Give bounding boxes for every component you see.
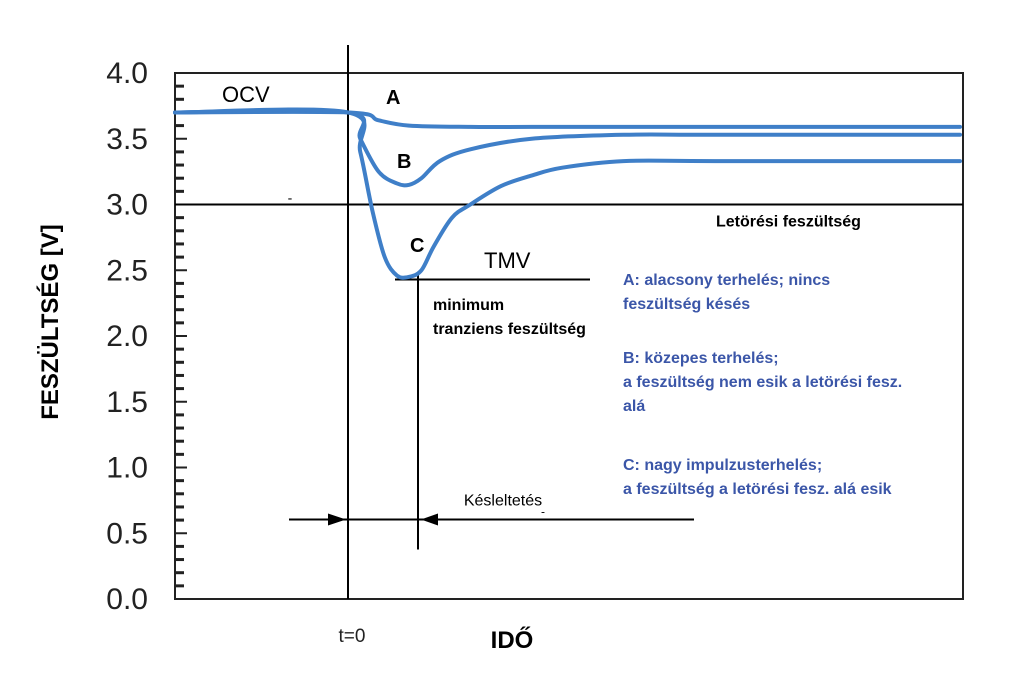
legend-line: a feszültség nem esik a letörési fesz. xyxy=(623,374,902,391)
y-tick-labels: 0.0 0.5 1.0 1.5 2.0 2.5 3.0 3.5 4.0 xyxy=(106,57,148,616)
curve-a-label: A xyxy=(386,87,400,109)
min-label-line2: tranziens feszültség xyxy=(433,321,586,338)
x-tick-label: t=0 xyxy=(339,626,366,647)
y-tick-label: 2.0 xyxy=(106,320,148,353)
delay-label: Késleltetés xyxy=(464,492,542,509)
y-tick-label: 0.5 xyxy=(106,517,148,550)
delay-arrow-right xyxy=(421,513,438,526)
minor-ticks xyxy=(175,72,187,600)
legend-line: feszültség késés xyxy=(623,296,750,313)
legend-line: a feszültség a letörési fesz. alá esik xyxy=(623,481,892,498)
x-axis-label: IDŐ xyxy=(491,626,534,654)
series-curves xyxy=(173,107,962,280)
y-tick-label: 3.0 xyxy=(106,189,148,222)
delay-arrow-left xyxy=(328,513,346,526)
ocv-label: OCV xyxy=(222,82,270,107)
legend-line: B: közepes terhelés; xyxy=(623,350,779,367)
y-tick-label: 1.5 xyxy=(106,386,148,419)
annotation-labels: FESZÜLTSÉG [V] IDŐ t=0 Letörési feszültség -… xyxy=(36,82,861,654)
legend: A: alacsony terhelés; nincs feszültség ké… xyxy=(623,272,902,498)
series-c-line xyxy=(173,107,962,280)
y-tick-label: 2.5 xyxy=(106,254,148,287)
y-tick-label: 3.5 xyxy=(106,123,148,156)
delay-dash: - xyxy=(541,504,545,518)
reference-lines xyxy=(175,45,963,599)
tmv-label: TMV xyxy=(484,248,531,273)
threshold-label: Letörési feszültség xyxy=(716,214,861,231)
curve-c-label: C xyxy=(410,235,424,257)
legend-line: C: nagy impulzusterhelés; xyxy=(623,457,822,474)
threshold-dash: - xyxy=(288,190,293,206)
y-tick-label: 0.0 xyxy=(106,583,148,616)
legend-line: A: alacsony terhelés; nincs xyxy=(623,272,830,289)
y-axis-label: FESZÜLTSÉG [V] xyxy=(36,224,64,420)
legend-line: alá xyxy=(623,398,645,415)
series-a-line xyxy=(173,109,962,130)
curve-b-label: B xyxy=(397,151,411,173)
y-tick-label: 4.0 xyxy=(106,57,148,90)
series-b-line xyxy=(173,108,962,188)
y-tick-label: 1.0 xyxy=(106,452,148,485)
min-label-line1: minimum xyxy=(433,297,504,314)
